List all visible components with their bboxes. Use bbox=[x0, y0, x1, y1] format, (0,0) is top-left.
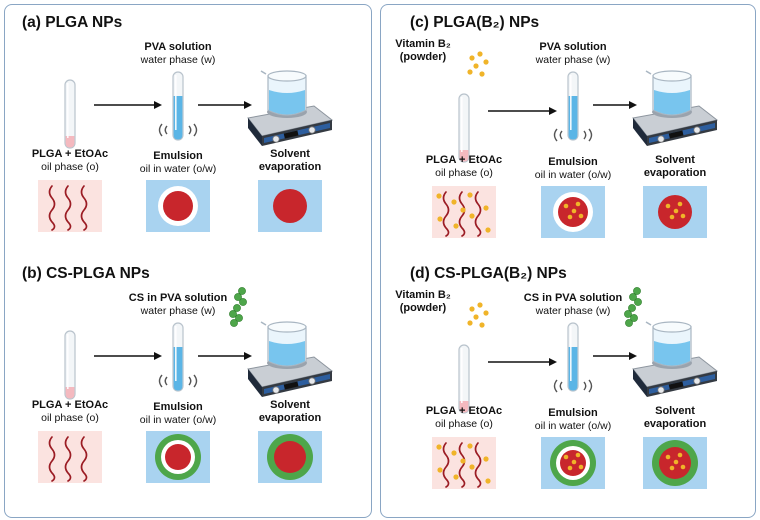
arrow-icon bbox=[488, 107, 557, 115]
sonication-waves-icon bbox=[158, 123, 198, 137]
nanoparticle-square bbox=[643, 437, 707, 489]
evaporation-label: Solvent evaporation bbox=[258, 148, 322, 173]
panel-title: (b) CS-PLGA NPs bbox=[22, 265, 150, 282]
oil-phase-square bbox=[38, 180, 102, 232]
vitamin-sub-label: (powder) bbox=[399, 302, 447, 314]
oil-phase-sub-label: oil phase (o) bbox=[41, 161, 99, 173]
emulsion-square bbox=[541, 437, 605, 489]
oil-phase-sub-label: oil phase (o) bbox=[435, 418, 493, 430]
nanoparticle-square bbox=[643, 186, 707, 238]
sonication-waves-icon bbox=[158, 374, 198, 388]
hotplate-stirrer-icon bbox=[247, 70, 334, 146]
hotplate-stirrer-icon bbox=[247, 321, 334, 397]
emulsion-label: Emulsion bbox=[548, 407, 598, 419]
emulsion-sub-label: oil in water (o/w) bbox=[139, 414, 217, 426]
hotplate-stirrer-icon bbox=[632, 70, 719, 146]
vitamin-powder-icon bbox=[467, 302, 489, 328]
sonication-waves-icon bbox=[553, 128, 593, 142]
oil-phase-sub-label: oil phase (o) bbox=[435, 167, 493, 179]
nanoparticle-square bbox=[258, 180, 322, 232]
oil-phase-square bbox=[432, 437, 496, 489]
water-sub-label: water phase (w) bbox=[140, 54, 216, 66]
vitamin-label: Vitamin B₂ bbox=[395, 38, 451, 50]
emulsion-square bbox=[146, 180, 210, 232]
water-sub-label: water phase (w) bbox=[535, 54, 611, 66]
vitamin-sub-label: (powder) bbox=[399, 51, 447, 63]
evaporation-label: Solvent bbox=[270, 399, 310, 411]
vitamin-powder-icon bbox=[467, 51, 489, 77]
water-tube-icon bbox=[567, 71, 579, 141]
water-label: CS in PVA solution bbox=[523, 292, 623, 304]
emulsion-sub-label: oil in water (o/w) bbox=[534, 169, 612, 181]
water-label: PVA solution bbox=[539, 41, 607, 53]
water-tube-icon bbox=[567, 322, 579, 392]
vitamin-label: Vitamin B₂ bbox=[395, 289, 451, 301]
oil-tube-icon bbox=[64, 330, 76, 400]
oil-phase-label: PLGA + EtOAc bbox=[425, 154, 503, 166]
chitosan-chain-icon bbox=[229, 287, 247, 327]
oil-phase-label: PLGA + EtOAc bbox=[31, 148, 109, 160]
oil-tube-icon bbox=[458, 93, 470, 163]
arrow-icon bbox=[593, 352, 637, 360]
oil-phase-square bbox=[432, 186, 496, 238]
oil-phase-label: PLGA + EtOAc bbox=[425, 405, 503, 417]
oil-tube-icon bbox=[64, 79, 76, 149]
panel-title: (a) PLGA NPs bbox=[22, 14, 123, 31]
emulsion-sub-label: oil in water (o/w) bbox=[534, 420, 612, 432]
emulsion-square bbox=[146, 431, 210, 483]
emulsion-label: Emulsion bbox=[548, 156, 598, 168]
evaporation-label: Solvent bbox=[655, 154, 695, 166]
nanoparticle-square bbox=[258, 431, 322, 483]
water-sub-label: water phase (w) bbox=[535, 305, 611, 317]
water-tube-icon bbox=[172, 71, 184, 141]
panel-title: (c) PLGA(B₂) NPs bbox=[410, 14, 540, 31]
arrow-icon bbox=[198, 352, 252, 360]
evaporation-label: Solvent bbox=[655, 405, 695, 417]
arrow-icon bbox=[198, 101, 252, 109]
oil-phase-square bbox=[38, 431, 102, 483]
chitosan-chain-icon bbox=[624, 287, 642, 327]
water-tube-icon bbox=[172, 322, 184, 392]
oil-phase-sub-label: oil phase (o) bbox=[41, 412, 99, 424]
arrow-icon bbox=[94, 101, 162, 109]
evaporation-label-2: evaporation bbox=[643, 418, 707, 430]
arrow-icon bbox=[94, 352, 162, 360]
oil-phase-label: PLGA + EtOAc bbox=[31, 399, 109, 411]
emulsion-sub-label: oil in water (o/w) bbox=[139, 163, 217, 175]
evaporation-label-2: evaporation bbox=[643, 167, 707, 179]
panel-title: (d) CS-PLGA(B₂) NPs bbox=[410, 265, 567, 282]
water-sub-label: water phase (w) bbox=[140, 305, 216, 317]
water-label: PVA solution bbox=[144, 41, 212, 53]
emulsion-label: Emulsion bbox=[153, 401, 203, 413]
hotplate-stirrer-icon bbox=[632, 321, 719, 397]
oil-tube-icon bbox=[458, 344, 470, 414]
evaporation-label-2: evaporation bbox=[258, 412, 322, 424]
emulsion-square bbox=[541, 186, 605, 238]
sonication-waves-icon bbox=[553, 379, 593, 393]
emulsion-label: Emulsion bbox=[153, 150, 203, 162]
arrow-icon bbox=[488, 358, 557, 366]
water-label: CS in PVA solution bbox=[128, 292, 228, 304]
arrow-icon bbox=[593, 101, 637, 109]
